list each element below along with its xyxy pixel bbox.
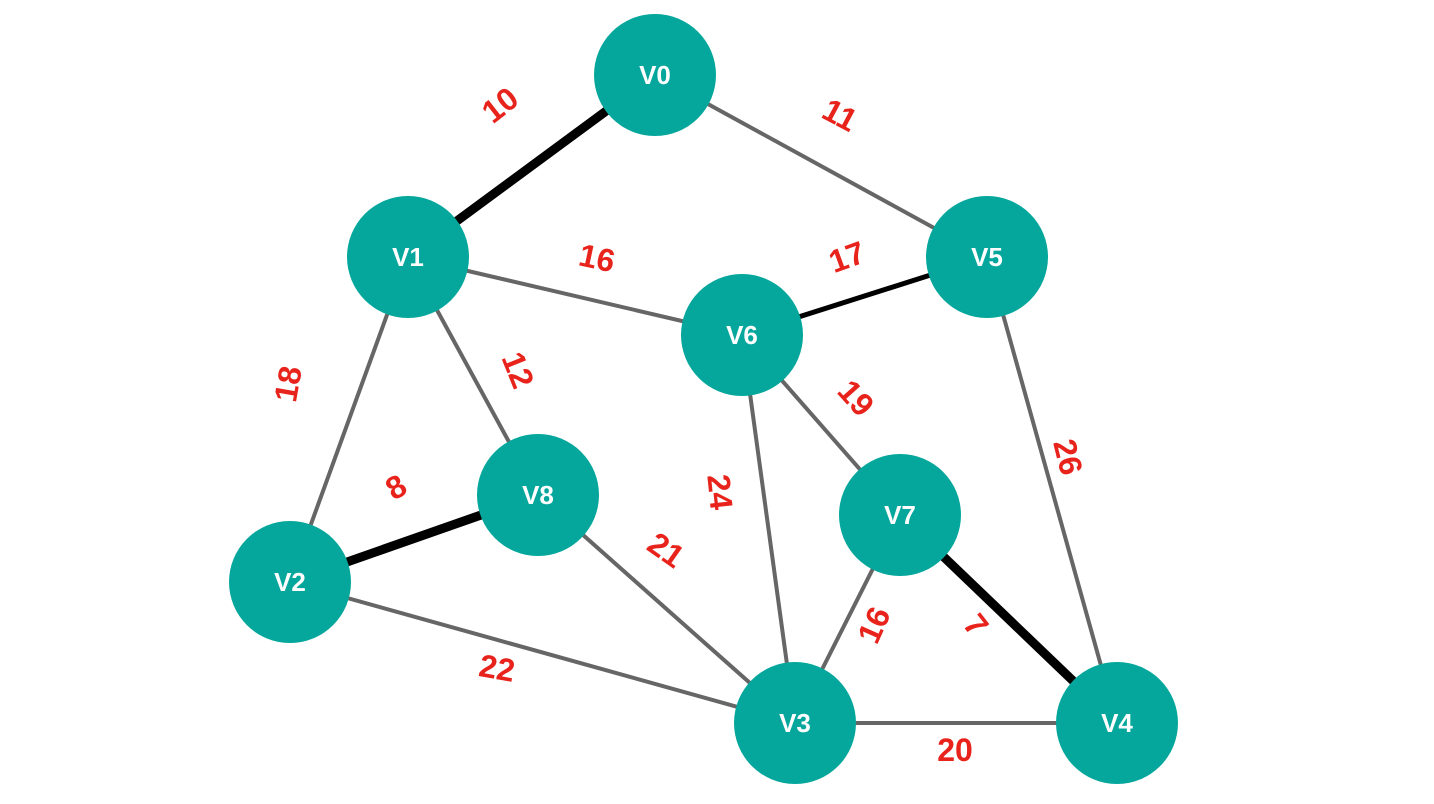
node-circle-v2 bbox=[229, 521, 351, 643]
edge-weight-v7-v3: 16 bbox=[850, 601, 897, 648]
edge-weight-v6-v3: 24 bbox=[700, 472, 740, 511]
node-v8: V8 bbox=[477, 434, 599, 556]
edge-weight-v2-v8: 8 bbox=[379, 467, 412, 507]
node-v0: V0 bbox=[594, 14, 716, 136]
edge-weight-v2-v3: 22 bbox=[476, 647, 517, 689]
edge-v2-v3 bbox=[288, 580, 797, 725]
node-circle-v1 bbox=[347, 196, 469, 318]
node-label-v2: V2 bbox=[274, 567, 306, 597]
edge-weight-v5-v6: 17 bbox=[824, 234, 870, 280]
node-v1: V1 bbox=[347, 196, 469, 318]
node-v5: V5 bbox=[926, 196, 1048, 318]
node-circle-v7 bbox=[839, 454, 961, 576]
node-circle-v8 bbox=[477, 434, 599, 556]
node-label-v8: V8 bbox=[522, 480, 554, 510]
edge-weight-v1-v8: 12 bbox=[495, 347, 542, 393]
edge-v6-v3 bbox=[740, 333, 797, 725]
edges-layer bbox=[285, 70, 1122, 728]
node-v7: V7 bbox=[839, 454, 961, 576]
edge-weight-v7-v4: 7 bbox=[956, 607, 995, 643]
node-v4: V4 bbox=[1056, 662, 1178, 784]
edge-weight-v8-v3: 21 bbox=[641, 525, 691, 575]
node-circle-v5 bbox=[926, 196, 1048, 318]
node-v2: V2 bbox=[229, 521, 351, 643]
edge-weight-v3-v4: 20 bbox=[937, 732, 973, 768]
node-label-v6: V6 bbox=[726, 320, 758, 350]
edge-v5-v4 bbox=[985, 255, 1119, 725]
node-circle-v6 bbox=[681, 274, 803, 396]
node-circle-v3 bbox=[734, 662, 856, 784]
edge-weight-v0-v5: 11 bbox=[817, 91, 864, 139]
node-label-v5: V5 bbox=[971, 242, 1003, 272]
node-v3: V3 bbox=[734, 662, 856, 784]
node-label-v7: V7 bbox=[884, 500, 916, 530]
node-v6: V6 bbox=[681, 274, 803, 396]
node-circle-v4 bbox=[1056, 662, 1178, 784]
weights-layer: 10 11 16 18 12 17 26 19 24 8 21 22 16 7 20 bbox=[267, 80, 1090, 768]
node-label-v0: V0 bbox=[639, 60, 671, 90]
edge-weight-v5-v4: 26 bbox=[1046, 435, 1090, 478]
node-label-v4: V4 bbox=[1101, 708, 1133, 738]
edge-weight-v6-v7: 19 bbox=[831, 373, 882, 424]
edge-v0-v5 bbox=[653, 73, 989, 259]
edge-weight-v0-v1: 10 bbox=[475, 80, 525, 130]
node-circle-v0 bbox=[594, 14, 716, 136]
edge-weight-v1-v2: 18 bbox=[267, 363, 309, 404]
node-label-v1: V1 bbox=[392, 242, 424, 272]
edge-weight-v1-v6: 16 bbox=[576, 237, 618, 280]
node-label-v3: V3 bbox=[779, 708, 811, 738]
